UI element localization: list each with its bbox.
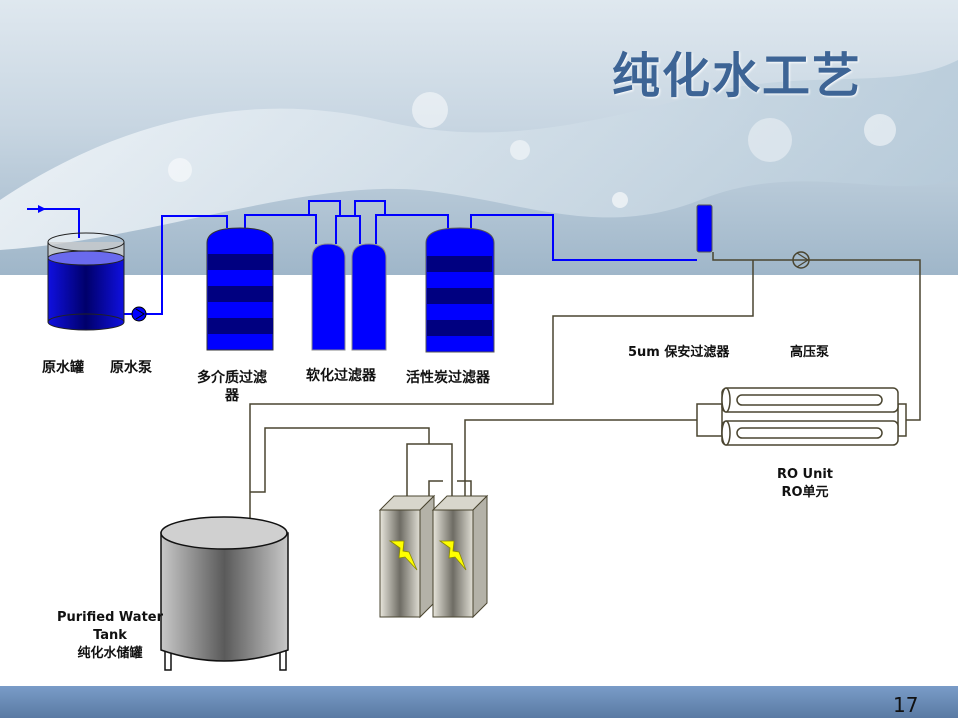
purified-pipes <box>249 252 921 518</box>
edi-module-1 <box>378 494 436 619</box>
label-carbon-filter: 活性炭过滤器 <box>406 370 490 386</box>
ro-unit <box>696 387 907 446</box>
label-purified-tank: Purified Water Tank 纯化水储罐 <box>55 609 165 663</box>
lightning-icon <box>388 540 418 571</box>
purified-water-tank <box>160 516 289 671</box>
label-raw-tank: 原水罐 <box>42 360 84 376</box>
high-pressure-pump-icon <box>792 251 810 269</box>
label-ro-en: RO Unit <box>776 467 834 482</box>
raw-water-tank <box>47 232 125 331</box>
label-tank-cn: 纯化水储罐 <box>77 646 143 661</box>
label-multimedia-filter: 多介质过滤 器 <box>190 369 274 405</box>
label-ro-cn: RO单元 <box>781 485 829 500</box>
label-raw-pump: 原水泵 <box>110 360 152 376</box>
softener-tank-2 <box>351 243 387 351</box>
activated-carbon-filter <box>425 227 495 353</box>
security-filter <box>696 204 713 253</box>
page-number: 17 <box>893 693 919 717</box>
label-tank-en-1: Purified Water <box>56 610 164 625</box>
blue-pipes <box>27 200 697 315</box>
label-line-1: 多介质过滤 <box>197 370 267 386</box>
label-line-2: 器 <box>225 388 239 404</box>
water-wave-decoration <box>0 60 958 250</box>
raw-water-pump-icon <box>131 306 147 322</box>
label-hp-pump: 高压泵 <box>790 345 830 360</box>
multimedia-filter <box>206 227 274 351</box>
lightning-icon <box>438 540 467 571</box>
page-title: 纯化水工艺 <box>612 48 863 104</box>
edi-module-2 <box>431 494 489 619</box>
label-softener: 软化过滤器 <box>306 368 376 384</box>
footer-bar <box>0 686 958 718</box>
softener-tank-1 <box>311 243 346 351</box>
label-ro-unit: RO Unit RO单元 <box>770 466 840 502</box>
label-tank-en-2: Tank <box>93 628 127 643</box>
label-security-filter: 5um 保安过滤器 <box>628 345 730 360</box>
inlet-arrow-icon <box>38 205 46 213</box>
